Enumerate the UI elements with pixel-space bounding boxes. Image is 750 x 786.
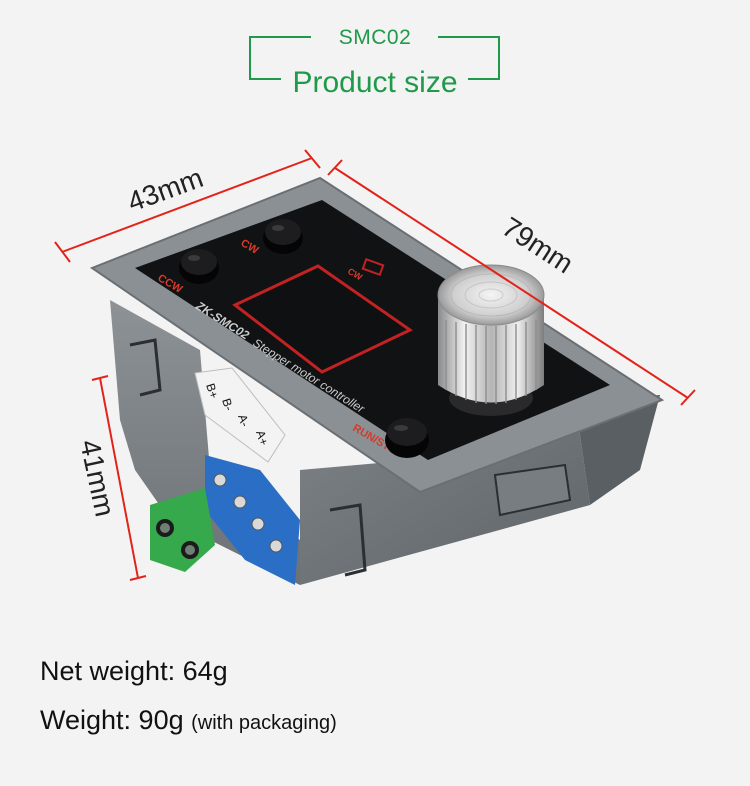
header-bracket-right-bottom (468, 78, 500, 80)
left-clip-outline (129, 338, 162, 397)
section-title: Product size (292, 66, 458, 99)
blue-terminal-block (205, 455, 300, 585)
dimension-height (91, 375, 147, 581)
lcd-screen (232, 264, 413, 374)
cw-button[interactable] (263, 219, 303, 254)
header: SMC02 Product size (0, 0, 750, 110)
right-clip (493, 463, 572, 517)
terminal-label-a-minus: A- (235, 413, 252, 429)
terminal-label-plate (194, 367, 286, 463)
product-photo: CCW CW CW ZK-SMC02 Stepper motor control… (0, 140, 750, 640)
header-bracket-left-vertical (249, 36, 251, 80)
weight-note: (with packaging) (191, 712, 337, 734)
header-bracket-right-vertical (498, 36, 500, 80)
ccw-button[interactable] (179, 249, 219, 284)
dimension-length (327, 159, 696, 406)
dimension-width (54, 149, 321, 263)
header-bracket-left-bottom (249, 78, 281, 80)
width-label: 43mm (123, 162, 207, 218)
net-weight-text: Net weight: 64g (40, 656, 228, 687)
net-weight-value: Net weight: 64g (40, 656, 228, 686)
terminal-label-b-plus: B+ (203, 382, 221, 401)
rotary-knob[interactable] (437, 264, 545, 416)
model-name: SMC02 (338, 26, 412, 49)
status-led (361, 257, 385, 277)
terminal-label-b-minus: B- (219, 397, 236, 413)
terminal-labels: B+ B- A- A+ (203, 382, 271, 448)
run-stop-button[interactable] (385, 418, 429, 458)
terminal-label-a-plus: A+ (253, 429, 271, 448)
green-power-connector (150, 488, 215, 572)
header-bracket-left-top (249, 36, 311, 38)
header-bracket-right-top (438, 36, 500, 38)
weight-value: Weight: 90g (40, 705, 184, 735)
weight-text: Weight: 90g (with packaging) (40, 705, 337, 736)
terminal-screws (213, 473, 283, 553)
front-clip-outline (329, 503, 367, 577)
